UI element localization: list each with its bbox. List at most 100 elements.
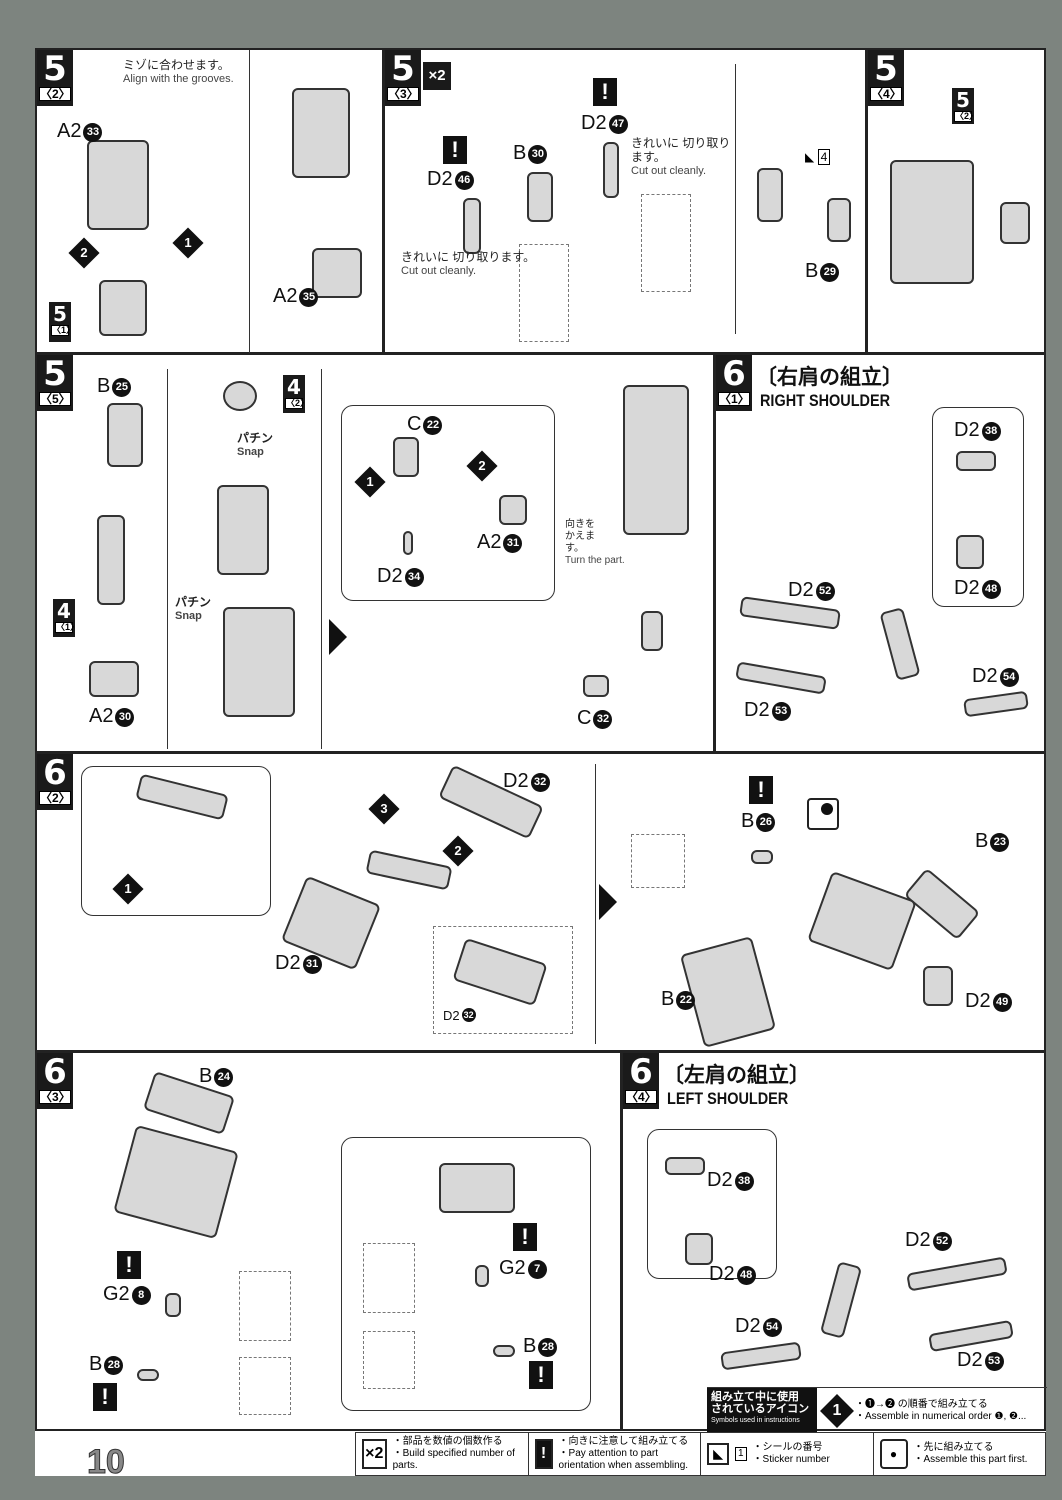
divider bbox=[595, 764, 596, 1044]
part-shape bbox=[928, 1319, 1014, 1353]
step-5-4-panel: 5〈4〉 5〈2〉 bbox=[866, 48, 1046, 354]
part-shape bbox=[403, 531, 413, 555]
detail-box bbox=[363, 1331, 415, 1389]
part-shape bbox=[223, 381, 257, 411]
assemble-first-icon: ● bbox=[879, 1439, 908, 1469]
detail-box bbox=[433, 926, 573, 1034]
step-5-2-panel: 5〈2〉 ミゾに合わせます。Align with the grooves. A2… bbox=[35, 48, 384, 356]
part-shape bbox=[365, 849, 453, 891]
step-badge: 6〈2〉 bbox=[37, 754, 73, 810]
part-shape bbox=[757, 168, 783, 222]
step-number: 5 bbox=[43, 49, 67, 89]
order-3-icon: 3 bbox=[368, 793, 400, 825]
order-2-icon: 1 bbox=[172, 227, 204, 259]
sticker-number: ◣ 4 bbox=[805, 149, 831, 165]
step-badge: 6〈4〉 bbox=[623, 1053, 659, 1109]
part-shape bbox=[583, 675, 609, 697]
part-shape bbox=[751, 850, 773, 864]
part-shape bbox=[113, 1124, 239, 1240]
section-title-en: RIGHT SHOULDER bbox=[760, 391, 891, 410]
warning-icon: ! bbox=[529, 1361, 553, 1389]
multiply-2-badge: ×2 bbox=[423, 62, 451, 90]
part-shape bbox=[292, 88, 350, 178]
part-shape bbox=[685, 1233, 713, 1265]
part-shape bbox=[963, 690, 1029, 718]
divider bbox=[735, 64, 736, 334]
detail-box bbox=[239, 1357, 291, 1415]
legend-sticker: ◣1・シールの番号・Sticker number bbox=[701, 1433, 874, 1475]
page-number: 10 bbox=[87, 1443, 126, 1482]
note-jp: ミゾに合わせます。 bbox=[123, 58, 230, 72]
step-badge: 6〈1〉 bbox=[716, 355, 752, 411]
part-shape bbox=[890, 160, 974, 284]
part-shape bbox=[906, 1256, 1008, 1292]
next-arrow-icon bbox=[329, 619, 347, 655]
multiply-icon: ×2 bbox=[362, 1439, 387, 1469]
section-title-en: LEFT SHOULDER bbox=[667, 1089, 789, 1108]
part-shape bbox=[956, 451, 996, 471]
warning-icon: ! bbox=[117, 1251, 141, 1279]
order-1-icon: 1 bbox=[112, 873, 144, 905]
legend-assemble-first: ●・先に組み立てる・Assemble this part first. bbox=[874, 1433, 1046, 1475]
detail-box bbox=[363, 1243, 415, 1313]
warning-icon: ! bbox=[593, 78, 617, 106]
part-shape bbox=[499, 495, 527, 525]
detail-inset bbox=[341, 405, 555, 601]
ref-badge: 4〈1〉 bbox=[53, 599, 79, 637]
part-shape bbox=[475, 1265, 489, 1287]
detail-box bbox=[239, 1271, 291, 1341]
step-badge: 5〈5〉 bbox=[37, 355, 73, 411]
detail-box bbox=[641, 194, 691, 292]
align-note: ミゾに合わせます。Align with the grooves. bbox=[123, 58, 234, 86]
sticker-number: 1 bbox=[735, 1447, 747, 1461]
step-badge: 5〈3〉 bbox=[385, 50, 421, 106]
order-2-icon: 2 bbox=[442, 835, 474, 867]
part-shape bbox=[807, 870, 917, 972]
part-shape bbox=[217, 485, 269, 575]
divider bbox=[249, 50, 250, 356]
substep: 〈2〉 bbox=[39, 87, 71, 101]
section-title-jp: 〔左肩の組立〕 bbox=[663, 1064, 810, 1087]
part-shape bbox=[107, 403, 143, 467]
ref-badge: 4〈2〉 bbox=[283, 375, 309, 413]
part-shape bbox=[665, 1157, 705, 1175]
part-shape bbox=[393, 437, 419, 477]
part-shape bbox=[493, 1345, 515, 1357]
order-diamond-icon: 1 bbox=[820, 1393, 854, 1428]
turn-note: 向きを かえます。Turn the part. bbox=[565, 519, 625, 566]
sticker-icon: ◣ bbox=[707, 1443, 729, 1465]
detail-inset bbox=[932, 407, 1024, 607]
